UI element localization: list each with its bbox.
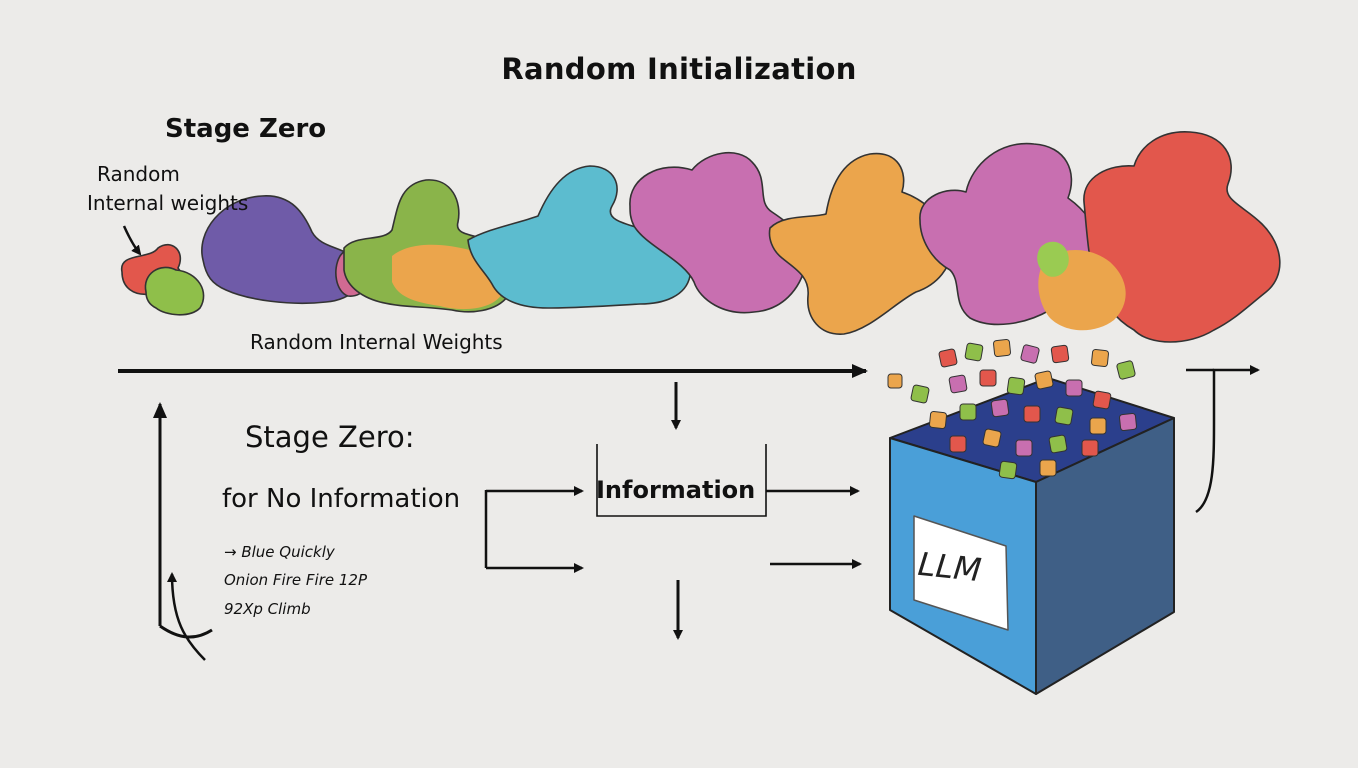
blob-green-small — [144, 266, 205, 316]
stage-zero-section-title: Stage Zero: — [245, 420, 415, 454]
right-output-arrow — [1195, 365, 1260, 514]
stage-zero-heading: Stage Zero — [165, 114, 327, 144]
list-item: 92Xp Climb — [224, 600, 311, 618]
blob-chain — [121, 131, 1281, 343]
arrow-label: Random Internal Weights — [250, 330, 503, 354]
blob-orange — [768, 152, 952, 335]
left-hook — [159, 624, 213, 639]
random-weights-label-line2: Internal weights — [87, 191, 249, 215]
list-item: → Blue Quickly — [224, 543, 335, 561]
random-weights-label-line1: Random — [97, 162, 180, 186]
llm-box-label: LLM — [916, 544, 984, 590]
information-box-label: Information — [596, 476, 756, 504]
diagram-title: Random Initialization — [501, 52, 857, 86]
no-information-label: for No Information — [222, 484, 461, 514]
annotation-arrow — [122, 225, 142, 256]
left-curved-arrow — [167, 572, 206, 661]
llm-box — [889, 377, 1175, 695]
blob-green-inner — [1037, 241, 1069, 277]
information-box — [596, 444, 767, 517]
confetti-tokens — [887, 339, 1137, 480]
llm-box-side — [1035, 417, 1175, 695]
list-item: Onion Fire Fire 12P — [224, 571, 367, 589]
llm-label-card — [913, 515, 1009, 631]
